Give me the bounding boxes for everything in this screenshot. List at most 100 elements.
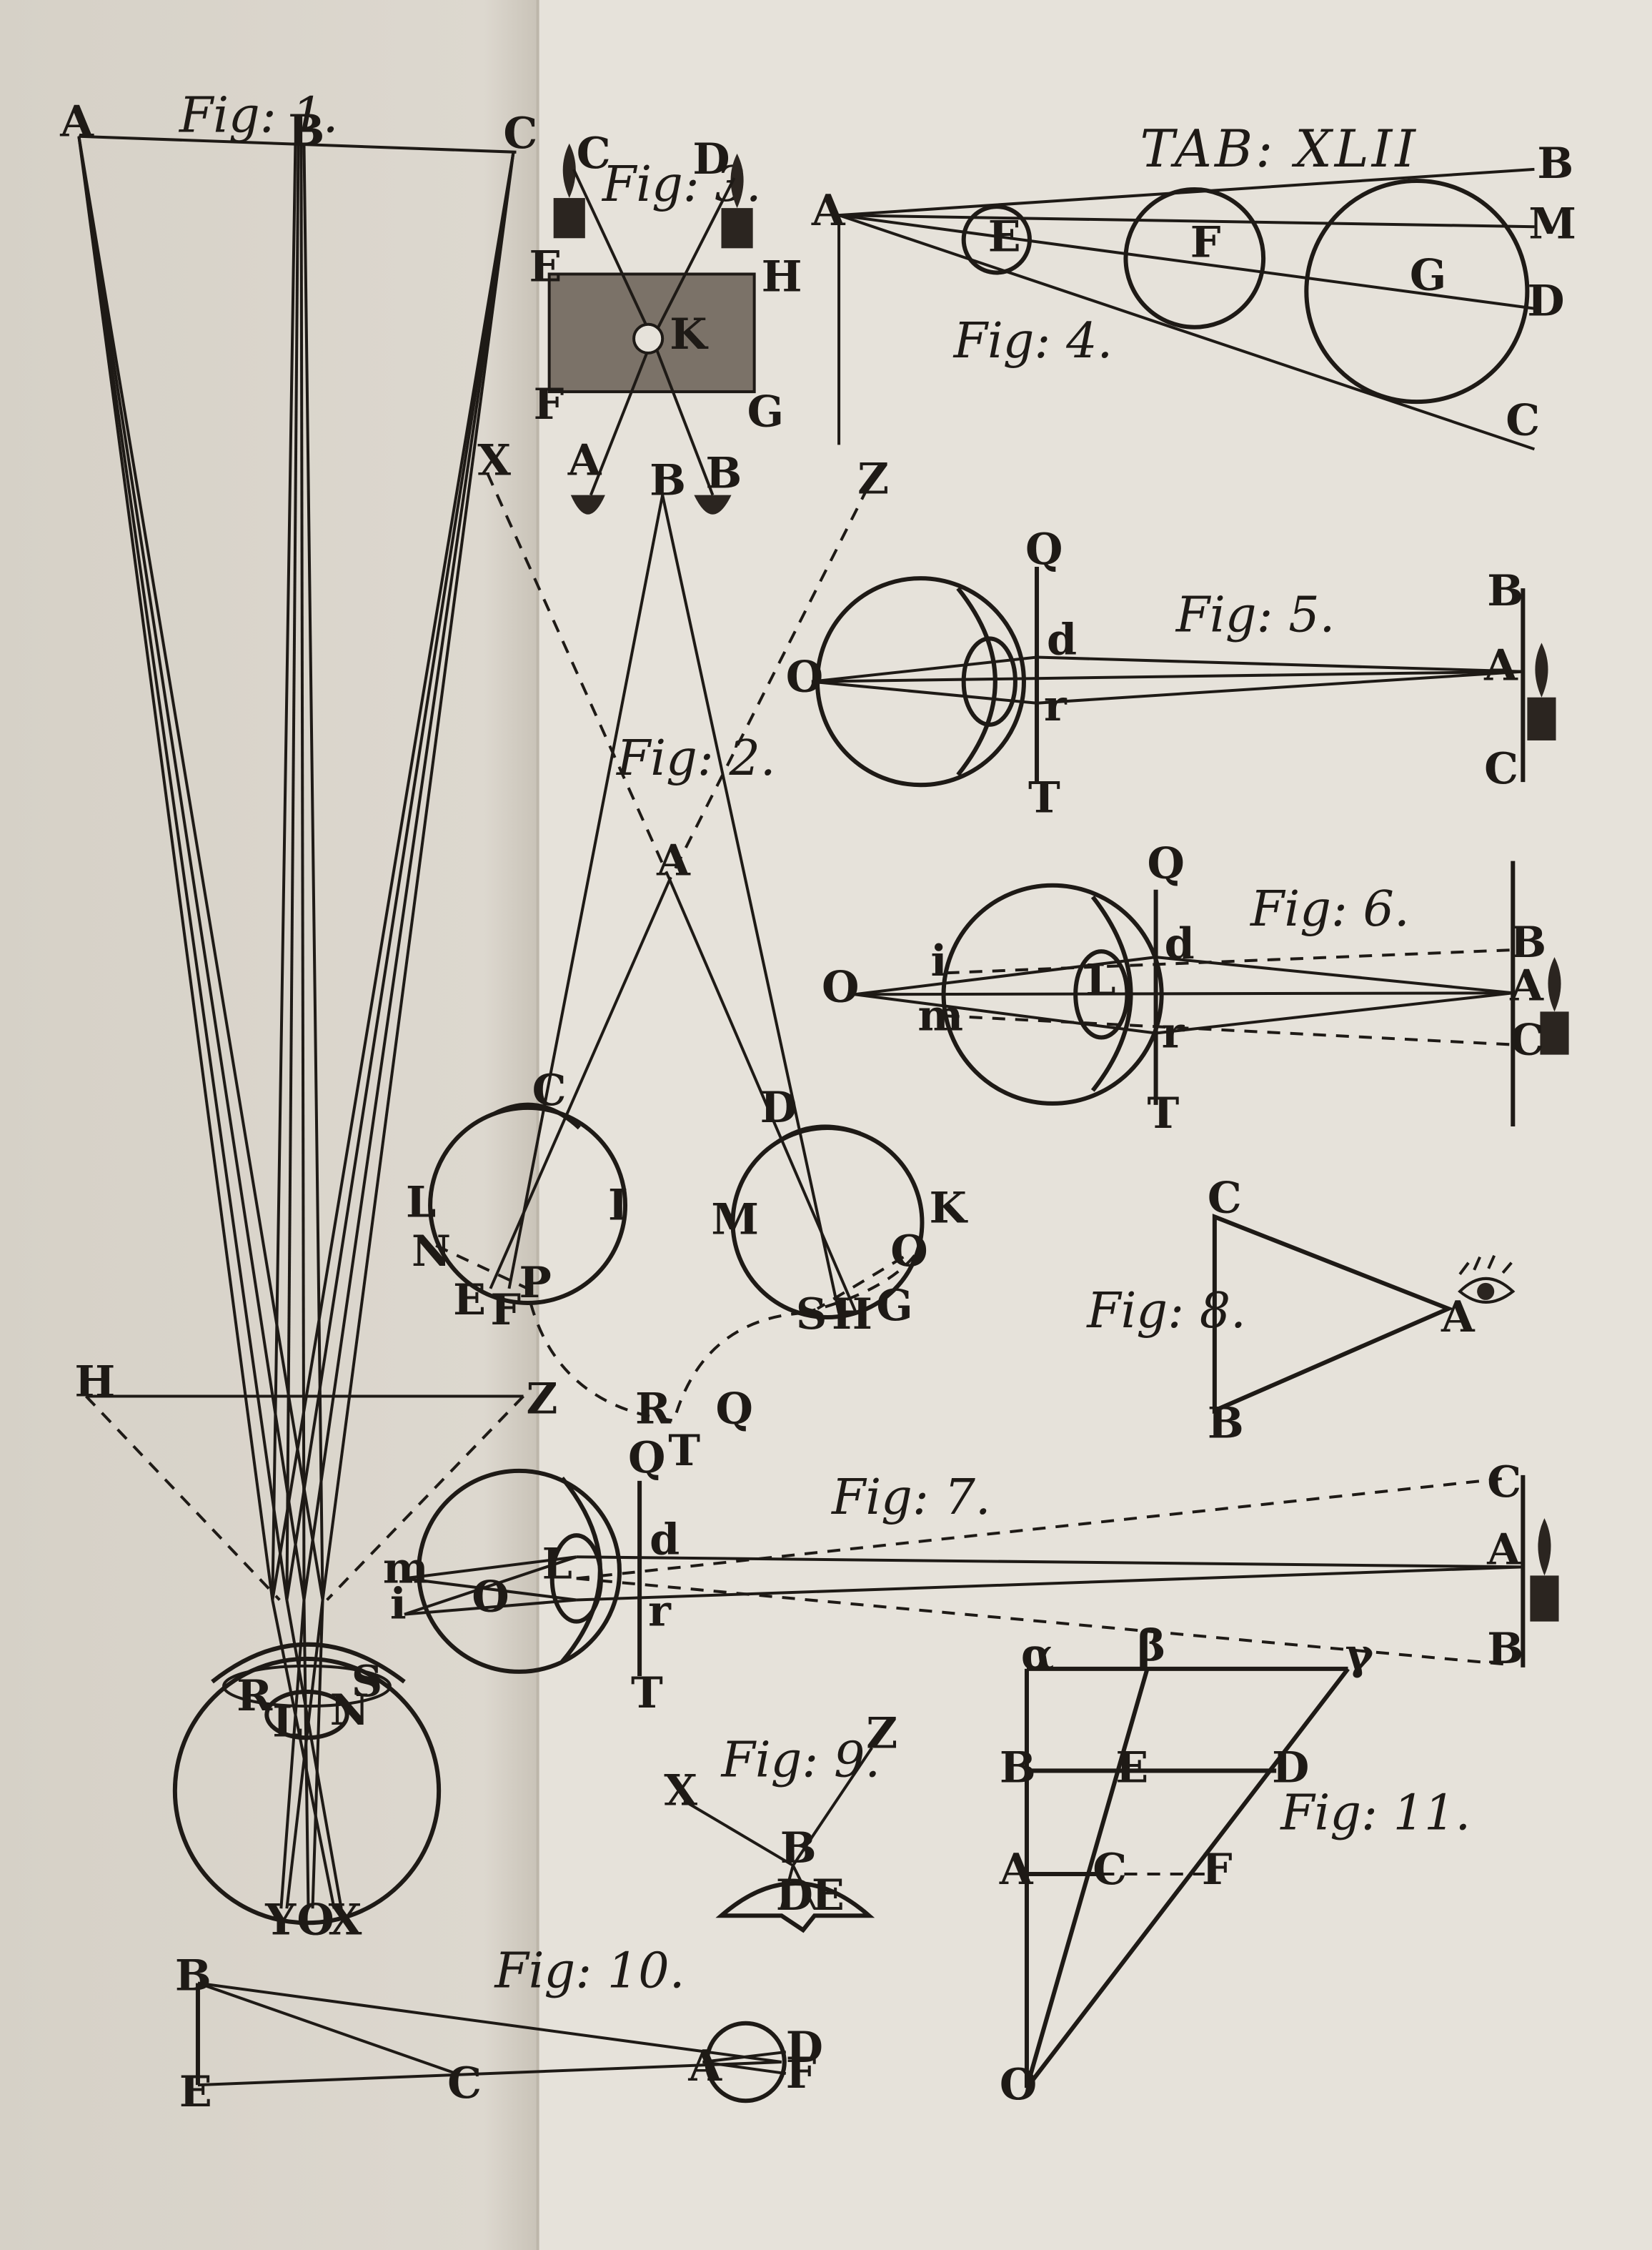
fig2-label-E: E xyxy=(453,1274,486,1325)
fig2-title: Fig: 2. xyxy=(615,730,776,787)
fig5-candle xyxy=(1527,643,1556,740)
fig1-label-B: B xyxy=(288,105,324,156)
fig10-line-BC xyxy=(197,1981,457,2075)
fig6-dashed-B xyxy=(946,948,1513,975)
fig2-dashed-N xyxy=(435,1244,529,1290)
fig5-label-Q: Q xyxy=(1025,524,1063,575)
fig7-label-L: L xyxy=(542,1538,572,1589)
fig4-circle-G xyxy=(1304,178,1530,405)
fig7-lens xyxy=(549,1533,603,1624)
fig7-label-m: m xyxy=(383,1542,429,1593)
fig7-label-i: i xyxy=(390,1579,407,1630)
figure-8: Fig: 8. C A B xyxy=(1085,1172,1516,1449)
fig6-ray-d xyxy=(854,956,1156,996)
fig2-dashed-O xyxy=(816,1255,905,1310)
fig3-ray-D xyxy=(651,177,736,340)
fig11-hypotenuse xyxy=(1025,1667,1350,2089)
fig4-ray-B xyxy=(838,167,1535,217)
fig1-label-X: X xyxy=(329,1894,362,1945)
fig7-ray-bottom xyxy=(576,1565,1523,1602)
fig5-ray-d2 xyxy=(1036,655,1523,673)
fig2-eye-left xyxy=(428,1105,628,1305)
fig1-eyeball xyxy=(172,1656,442,1926)
fig2-label-R: R xyxy=(635,1384,672,1434)
fig10-line-AF xyxy=(702,2061,787,2076)
fig7-label-Q: Q xyxy=(628,1432,665,1483)
fig5-ray-d xyxy=(811,655,1038,683)
fig3-label-K: K xyxy=(670,309,709,360)
figure-9: Fig: 9. X Z B D E xyxy=(664,1708,897,1933)
figure-2: Fig: 2. X B Z A C D L I M K N E F P S H … xyxy=(406,435,969,1476)
fig7-label-r: r xyxy=(648,1586,672,1637)
figure-11: Fig: 11. α β γ B E D A C F O xyxy=(999,1620,1471,2110)
fig3-candle-right xyxy=(721,153,753,249)
fig1-label-O: O xyxy=(297,1894,334,1945)
fig5-ray-r xyxy=(811,680,1038,705)
figure-10: Fig: 10. B E C A D F xyxy=(175,1943,823,2118)
fig9-ray-D xyxy=(780,1865,795,1909)
fig1-label-C: C xyxy=(503,108,537,159)
fig1-dashed-ray-left xyxy=(84,1395,281,1601)
fig3-label-E: E xyxy=(529,241,562,292)
fig9-ray-X xyxy=(683,1799,794,1867)
fig10-line-EA xyxy=(197,2060,782,2087)
fig9-title: Fig: 9. xyxy=(720,1732,880,1788)
fig7-label-T: T xyxy=(631,1667,663,1718)
fig2-label-O: O xyxy=(890,1226,927,1277)
fig1-label-L: L xyxy=(272,1696,302,1747)
fig10-line-AD xyxy=(702,2050,787,2063)
fig6-label-O: O xyxy=(822,961,859,1012)
fig2-label-H: H xyxy=(832,1289,872,1339)
fig6-label-B: B xyxy=(1510,917,1546,968)
fig11-label-beta: β xyxy=(1138,1620,1166,1671)
fig9-label-Z: Z xyxy=(866,1708,897,1758)
fig6-label-m: m xyxy=(917,990,963,1041)
fig11-label-D: D xyxy=(1272,1742,1309,1793)
figure-5: Fig: 5. Q O d r T B A C xyxy=(786,524,1556,823)
fig2-label-X: X xyxy=(477,435,511,486)
fig5-label-r: r xyxy=(1044,680,1068,731)
fig11-label-gamma: γ xyxy=(1345,1629,1375,1680)
fig5-axis xyxy=(811,670,1523,683)
fig4-label-G: G xyxy=(1410,250,1446,301)
fig8-label-A: A xyxy=(1440,1292,1476,1342)
fig2-label-K: K xyxy=(930,1183,969,1234)
fig11-line-O-beta xyxy=(1025,1668,1150,2088)
fig4-circle-F xyxy=(1123,187,1266,329)
fig7-candle xyxy=(1530,1518,1559,1622)
fig2-label-Z: Z xyxy=(857,454,889,505)
fig6-label-r: r xyxy=(1162,1008,1185,1059)
fig10-label-C: C xyxy=(447,2058,482,2108)
fig2-dashed-X xyxy=(486,472,672,881)
fig5-label-B: B xyxy=(1487,565,1523,616)
fig3-candle-left xyxy=(553,143,585,239)
fig2-label-I: I xyxy=(608,1179,628,1230)
fig4-label-M: M xyxy=(1528,198,1576,249)
fig10-label-F: F xyxy=(786,2048,817,2098)
fig6-label-Q: Q xyxy=(1148,838,1185,889)
fig4-label-B: B xyxy=(1537,138,1573,189)
fig6-label-A: A xyxy=(1509,960,1544,1011)
fig7-title: Fig: 7. xyxy=(830,1470,991,1526)
fig1-dashed-ray-right xyxy=(326,1395,524,1601)
fig2-label-D: D xyxy=(760,1082,797,1133)
fig11-label-B: B xyxy=(1000,1742,1036,1793)
fig2-cornea-left xyxy=(494,1102,581,1130)
fig7-ray-top xyxy=(576,1555,1523,1569)
fig2-label-P: P xyxy=(519,1257,552,1308)
fig2-label-M: M xyxy=(711,1194,759,1245)
fig7-label-O: O xyxy=(472,1572,509,1622)
fig8-label-C: C xyxy=(1208,1172,1242,1223)
fig3-inverted-flame-A xyxy=(570,495,605,515)
figure-3: Fig: 3. C D E H K F G A B xyxy=(529,128,802,515)
fig2-label-F: F xyxy=(490,1284,521,1335)
fig5-label-O: O xyxy=(786,652,823,703)
fig8-eye-icon xyxy=(1458,1254,1516,1304)
fig3-ray-C xyxy=(572,169,654,340)
fig7-label-C: C xyxy=(1487,1457,1521,1507)
fig2-label-G: G xyxy=(876,1280,912,1331)
fig2-label-S: S xyxy=(796,1289,827,1339)
fig6-candle xyxy=(1540,957,1569,1055)
fig9-ray-Z xyxy=(792,1747,873,1867)
